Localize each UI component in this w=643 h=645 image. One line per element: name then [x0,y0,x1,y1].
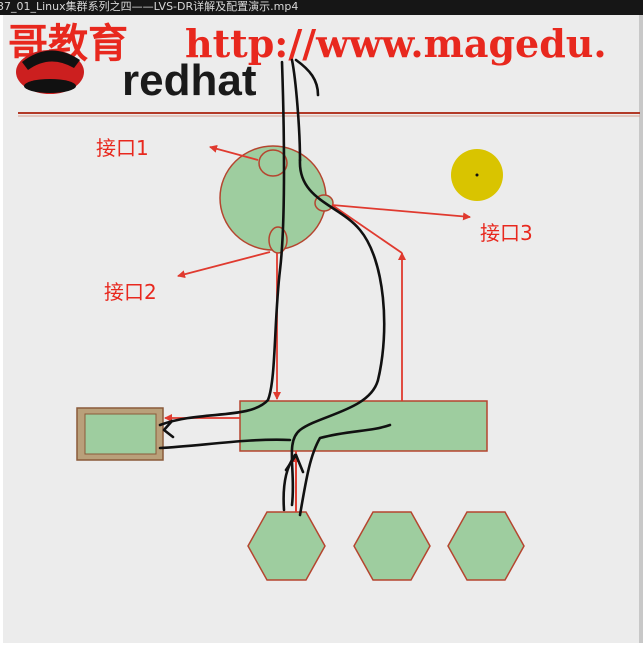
ink-stroke-server-return [298,423,392,517]
interface-1-label: 接口1 [96,136,149,160]
vertical-scrollbar[interactable] [639,15,643,643]
real-server-3 [447,511,525,581]
interface-2-port [268,226,288,254]
banner-url-text: http://www.magedu. [185,21,607,66]
window-title: 37_01_Linux集群系列之四——LVS-DR详解及配置演示.mp4 [0,0,299,13]
hand-drawn-flow-annotations [158,58,392,517]
ink-stroke-arrowhead [284,453,305,474]
ink-stroke-router-arrowhead [162,419,175,439]
cursor-dot [475,173,479,177]
redhat-logo: redhat [16,50,257,105]
iface3-pointer-arrow [331,204,471,221]
real-server-1 [247,511,326,581]
ink-stroke-director-to-server [290,158,386,507]
redhat-shadowman-icon [16,50,84,94]
switch-bar [239,400,488,452]
window-title-bar: 37_01_Linux集群系列之四——LVS-DR详解及配置演示.mp4 [0,0,643,15]
router-box [76,407,164,461]
ink-stroke-client-in [158,60,286,427]
interface-2-label: 接口2 [104,280,157,304]
redhat-wordmark: redhat [122,56,257,105]
director-node [219,145,334,254]
ink-stroke-to-router [158,438,292,450]
magedu-banner: 哥教育 http://www.magedu. [8,20,607,67]
iface3-link [331,204,403,254]
iface2-pointer-arrow [177,251,271,279]
real-server-2 [353,511,431,581]
interface-1-port [258,149,288,177]
ink-stroke-top-hook [294,58,320,97]
interface-3-label: 接口3 [480,221,533,245]
iface1-pointer-arrow [209,144,259,161]
ink-stroke-top [290,58,302,162]
